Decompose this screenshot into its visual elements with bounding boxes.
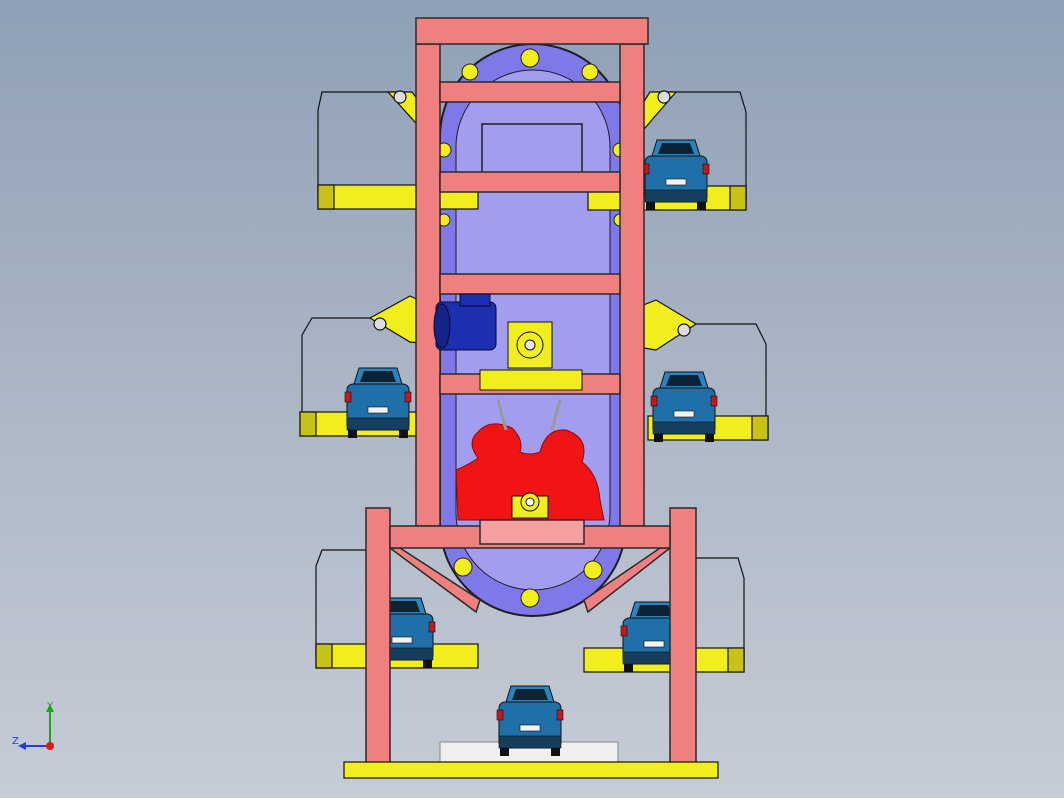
motor-icon <box>433 293 497 351</box>
car-icon <box>496 685 564 757</box>
sprocket-icon <box>455 399 605 521</box>
triad-z-label: Z <box>12 736 19 747</box>
coordinate-triad-icon: Y Z <box>12 701 54 750</box>
triad-y-label: Y <box>46 701 54 712</box>
base-plate <box>343 741 719 779</box>
frame-base <box>365 507 697 765</box>
car-icon <box>344 367 412 439</box>
gearbox-icon <box>479 321 583 391</box>
car-icon <box>642 139 710 211</box>
car-icon <box>650 371 718 443</box>
